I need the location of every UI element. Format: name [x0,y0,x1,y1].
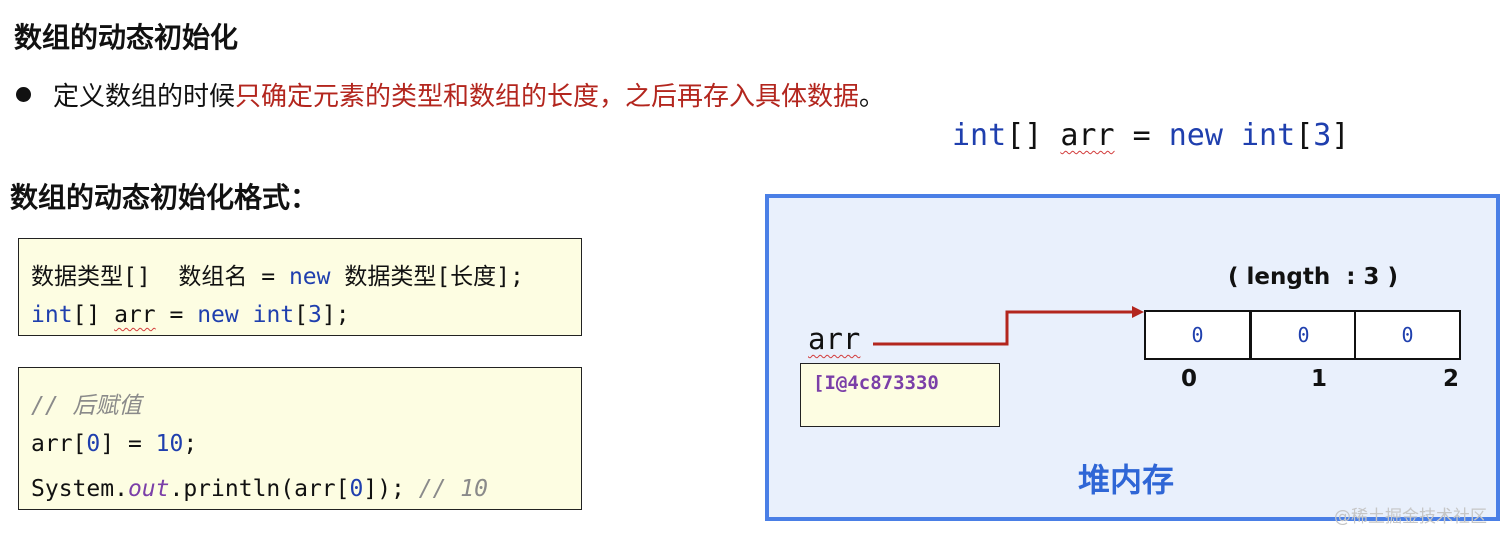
code-keyword: int [952,118,1007,153]
code-text: ]); [363,476,419,502]
code-number: 3 [1313,118,1332,153]
bullet-point: 定义数组的时候只确定元素的类型和数组的长度，之后再存入具体数据。 [14,76,885,113]
arr-variable-label: arr [808,322,860,356]
code-keyword: new [1168,118,1223,153]
code-keyword: int [31,302,73,328]
code-number: 0 [349,476,364,502]
code-number: 3 [308,302,322,328]
code-text: [ [294,302,308,328]
code-text: System. [31,476,128,502]
code-text: ]; [321,302,350,328]
code-keyword: int [252,302,295,328]
code-text: .println(arr[ [169,476,350,502]
format-code-box: 数据类型[] 数组名 = new 数据类型[长度]; int[] arr = n… [18,238,582,336]
code-keyword: new [288,264,331,290]
code-comment: // 10 [418,476,488,502]
code-text: ] [1331,118,1350,153]
array-index-1: 1 [1311,366,1328,392]
code-keyword: int [1241,118,1296,153]
code-text: [ [1295,118,1314,153]
assignment-code-box: // 后赋值 arr[0] = 10; System.out.println(a… [18,367,582,510]
code-text: [] [1006,118,1061,153]
section-title: 数组的动态初始化 [14,21,239,54]
array-index-0: 0 [1181,366,1198,392]
bullet-text-suffix: 。 [859,82,886,112]
bullet-dot-icon [16,87,31,102]
array-index-2: 2 [1443,366,1460,392]
address-box: [I@4c873330 [800,363,1000,427]
heap-memory-label: 堆内存 [1078,461,1175,499]
code-text: 数据类型[] 数组名 = [31,264,289,290]
code-field: out [127,476,170,502]
length-label: ( length : 3 ) [1228,264,1398,290]
code-text: 数据类型[长度]; [330,264,524,290]
code-keyword: new [197,302,239,328]
code-text: ] = [100,431,156,457]
array-cell-2: 0 [1354,310,1461,360]
watermark: @稀土掘金技术社区 [1334,507,1487,527]
code-text: ; [183,431,198,457]
code-variable: arr [114,302,156,328]
code-number: 10 [155,431,184,457]
code-line-syntax: 数据类型[] 数组名 = new 数据类型[长度]; [31,257,524,291]
code-line-print: System.out.println(arr[0]); // 10 [31,476,488,502]
format-title: 数组的动态初始化格式： [10,181,319,214]
top-code-snippet: int[] arr = new int[3] [952,118,1349,153]
arr-variable-text: arr [808,322,861,356]
code-text: = [155,302,198,328]
code-number: 0 [86,431,101,457]
code-line-assign: arr[0] = 10; [31,431,197,457]
array-cell-0: 0 [1144,310,1251,360]
array-cell-1: 0 [1250,310,1357,360]
code-variable: arr [1060,118,1115,153]
code-text: arr[ [31,431,87,457]
code-text: [] [72,302,115,328]
code-line-example: int[] arr = new int[3]; [31,302,350,328]
bullet-text-highlight: 只确定元素的类型和数组的长度，之后再存入具体数据 [235,82,860,112]
bullet-text-prefix: 定义数组的时候 [53,82,236,112]
code-comment: // 后赋值 [31,393,142,419]
code-text: = [1114,118,1169,153]
